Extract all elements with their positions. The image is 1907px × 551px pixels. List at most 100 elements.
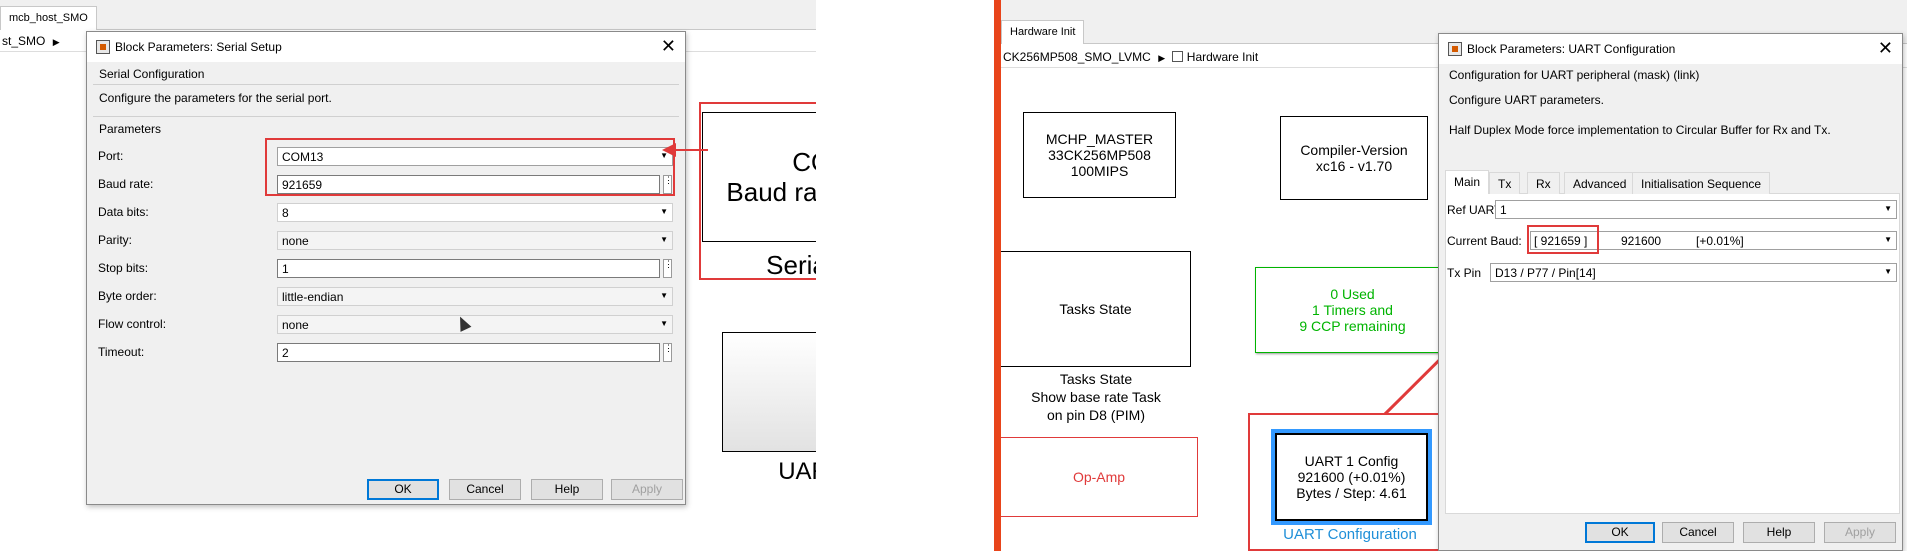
serial-block-port: COM13 <box>792 147 816 177</box>
mchp-line-2: 33CK256MP508 <box>1048 147 1151 163</box>
port-value: COM13 <box>282 150 324 164</box>
dialog-title-bar: Block Parameters: Serial Setup ✕ <box>87 32 685 62</box>
mchp-line-1: MCHP_MASTER <box>1045 131 1154 147</box>
ref-uart-value: 1 <box>1500 203 1507 217</box>
close-icon[interactable]: ✕ <box>1877 38 1893 58</box>
block-params-icon <box>96 40 110 54</box>
help-button[interactable]: Help <box>1743 522 1815 543</box>
tab-main[interactable]: Main <box>1445 170 1490 194</box>
mchp-line-3: 100MIPS <box>1070 163 1129 179</box>
timeout-label: Timeout: <box>98 345 145 359</box>
dialog-desc-1: Configure UART parameters. <box>1449 93 1604 107</box>
uart-rx-block-name: UART_Rx <box>778 458 816 485</box>
timers-line-3: 9 CCP remaining <box>1299 318 1406 334</box>
tx-pin-select[interactable]: D13 / P77 / Pin[14] ▼ <box>1490 263 1897 282</box>
timers-line-2: 1 Timers and <box>1312 302 1393 318</box>
timeout-more-icon[interactable]: ⋮ <box>663 343 673 362</box>
tasks-state-block[interactable]: Tasks State <box>1001 251 1191 367</box>
breadcrumb-item-hardware-init[interactable]: Hardware Init <box>1186 50 1259 64</box>
compiler-version-block[interactable]: Compiler-Version xc16 - v1.70 <box>1280 116 1428 200</box>
uart-rx-block[interactable] <box>722 332 816 452</box>
uart-config-block-name: UART Configuration <box>1283 526 1417 543</box>
cancel-button[interactable]: Cancel <box>449 479 521 500</box>
stop-bits-value: 1 <box>282 262 289 276</box>
stop-bits-input[interactable]: 1 <box>277 259 660 278</box>
data-bits-label: Data bits: <box>98 205 149 219</box>
tab-initialisation-sequence[interactable]: Initialisation Sequence <box>1632 172 1771 194</box>
serial-setup-block-name: Serial Setup <box>766 250 816 280</box>
serial-setup-annotation <box>699 102 816 280</box>
port-baud-annotation <box>265 138 675 196</box>
chevron-down-icon: ▼ <box>660 319 668 328</box>
data-bits-select[interactable]: 8 ▼ <box>277 203 673 222</box>
chevron-down-icon: ▼ <box>660 235 668 244</box>
tasks-caption-2: Show base rate Task <box>1031 389 1161 405</box>
tab-advanced[interactable]: Advanced <box>1564 172 1636 194</box>
annotation-arrow <box>662 143 708 157</box>
parameters-group-label: Parameters <box>99 122 162 136</box>
help-button[interactable]: Help <box>531 479 603 500</box>
port-select[interactable]: COM13 ▼ <box>277 147 673 166</box>
chevron-down-icon: ▼ <box>1884 235 1892 244</box>
uart-config-dialog: Block Parameters: UART Configuration ✕ C… <box>1438 33 1903 551</box>
tab-hardware-init[interactable]: Hardware Init <box>1001 20 1085 44</box>
subsystem-icon <box>1172 51 1184 62</box>
stop-bits-label: Stop bits: <box>98 261 149 275</box>
baud-value: 921600 <box>1621 234 1662 248</box>
tx-pin-value: D13 / P77 / Pin[14] <box>1495 266 1596 280</box>
dialog-title-bar: Block Parameters: UART Configuration ✕ <box>1439 34 1902 64</box>
stop-bits-more-icon[interactable]: ⋮ <box>663 259 673 278</box>
mchp-master-block[interactable]: MCHP_MASTER 33CK256MP508 100MIPS <box>1023 112 1176 198</box>
tasks-state-caption: Tasks State Show base rate Task on pin D… <box>1001 370 1191 424</box>
current-baud-select[interactable]: [ 921659 ] 921600 [+0.01%] ▼ <box>1530 231 1897 250</box>
timeout-value: 2 <box>282 346 289 360</box>
serial-setup-block[interactable]: COM13 Baud rate : 921659 <box>702 112 816 242</box>
breadcrumb-item-model[interactable]: CK256MP508_SMO_LVMC <box>1003 50 1151 64</box>
left-panel: mcb_host_SMO st_SMO ▶ COM13 Baud rate : … <box>0 0 816 551</box>
chevron-down-icon: ▼ <box>1884 267 1892 276</box>
ref-uart-label: Ref UART <box>1447 203 1502 217</box>
ref-uart-select[interactable]: 1 ▼ <box>1495 200 1897 219</box>
apply-button: Apply <box>1824 522 1896 543</box>
apply-button: Apply <box>611 479 683 500</box>
timers-block[interactable]: 0 Used 1 Timers and 9 CCP remaining <box>1255 267 1450 353</box>
dialog-desc-2: Half Duplex Mode force implementation to… <box>1449 123 1831 137</box>
baud-rate-input[interactable]: 921659 <box>277 175 660 194</box>
ok-button[interactable]: OK <box>367 479 439 500</box>
chevron-down-icon: ▼ <box>660 207 668 216</box>
timeout-input[interactable]: 2 <box>277 343 660 362</box>
baud-rate-more-icon[interactable]: ⋮ <box>663 175 673 194</box>
flow-control-label: Flow control: <box>98 317 167 331</box>
tab-mcb-host-smo[interactable]: mcb_host_SMO <box>0 6 97 30</box>
left-tabstrip: mcb_host_SMO <box>0 0 816 30</box>
chevron-down-icon: ▼ <box>1884 204 1892 213</box>
byte-order-select[interactable]: little-endian ▼ <box>277 287 673 306</box>
flow-control-select[interactable]: none ▼ <box>277 315 673 334</box>
port-label: Port: <box>98 149 124 163</box>
chevron-down-icon: ▼ <box>660 151 668 160</box>
ok-button[interactable]: OK <box>1585 522 1655 543</box>
breadcrumb-item[interactable]: st_SMO <box>2 34 46 48</box>
baud-rate-label: Baud rate: <box>98 177 154 191</box>
panel-divider <box>994 0 1001 551</box>
close-icon[interactable]: ✕ <box>660 36 676 56</box>
current-baud-label: Current Baud: <box>1447 234 1522 248</box>
chevron-down-icon: ▼ <box>660 291 668 300</box>
parity-value: none <box>282 234 309 248</box>
baud-error: [+0.01%] <box>1696 234 1744 248</box>
parity-select[interactable]: none ▼ <box>277 231 673 250</box>
uart-config-line-1: UART 1 Config <box>1304 453 1399 469</box>
group-divider <box>93 116 679 117</box>
tasks-caption-1: Tasks State <box>1059 371 1133 387</box>
parity-label: Parity: <box>98 233 133 247</box>
op-amp-block[interactable]: Op-Amp <box>1001 437 1198 517</box>
cancel-button[interactable]: Cancel <box>1662 522 1734 543</box>
tab-tx[interactable]: Tx <box>1489 172 1521 194</box>
data-bits-value: 8 <box>282 206 289 220</box>
tab-rx[interactable]: Rx <box>1527 172 1560 194</box>
baud-rate-value: 921659 <box>282 178 323 192</box>
byte-order-value: little-endian <box>282 290 344 304</box>
uart-config-block[interactable]: UART 1 Config 921600 (+0.01%) Bytes / St… <box>1275 433 1428 521</box>
section-divider <box>93 84 679 85</box>
uart-config-line-2: 921600 (+0.01%) <box>1297 469 1406 485</box>
